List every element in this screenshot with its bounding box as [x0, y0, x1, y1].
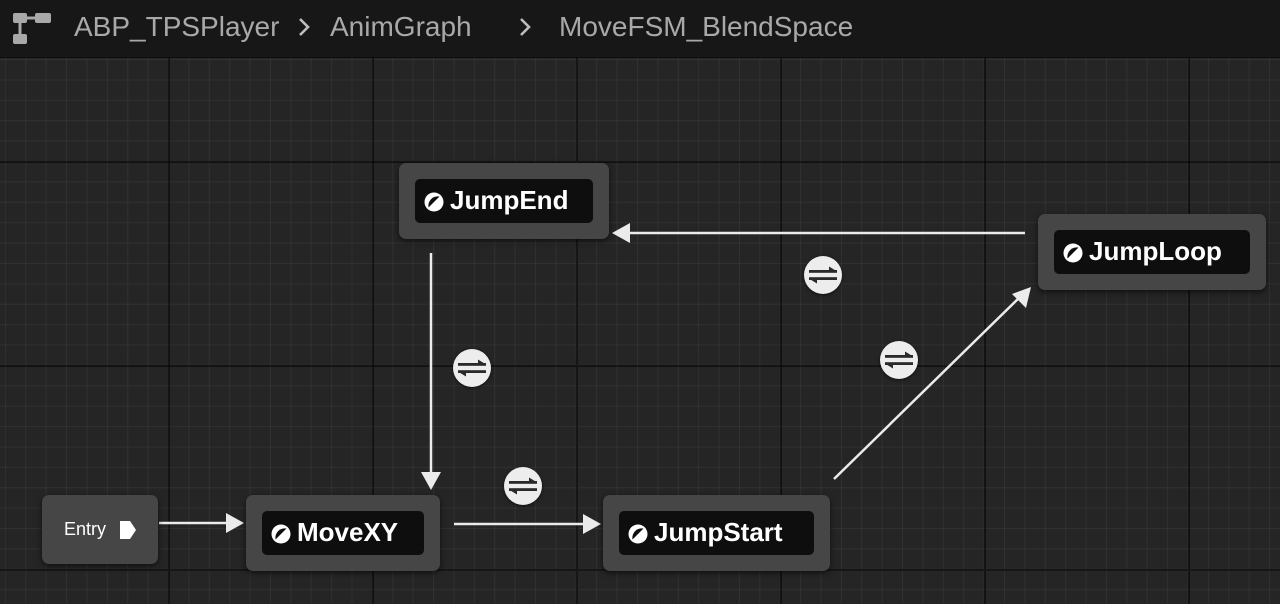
arrowhead-icon: [583, 514, 601, 534]
state-node-body: JumpStart: [619, 511, 814, 555]
transition-rule-icon: [509, 477, 537, 495]
arrowhead-icon: [226, 513, 244, 533]
state-icon: [628, 524, 648, 544]
breadcrumb-item-abp-tpsplayer[interactable]: ABP_TPSPlayer: [74, 11, 280, 42]
state-label: JumpEnd: [450, 185, 569, 215]
entry-label: Entry: [64, 519, 107, 539]
state-node-body: MoveXY: [262, 511, 424, 555]
state-icon: [1063, 243, 1083, 263]
transition-rule-icon: [458, 359, 486, 377]
breadcrumb-item-movefsm-blendspace[interactable]: MoveFSM_BlendSpace: [559, 11, 854, 42]
entry-node[interactable]: Entry: [42, 495, 158, 564]
transition-rule-jumploop-to-jumpend[interactable]: [804, 256, 842, 294]
arrowhead-icon: [612, 223, 630, 243]
state-label: JumpStart: [654, 517, 783, 547]
transition-rule-icon: [885, 351, 913, 369]
chevron-right-icon: [520, 18, 531, 36]
transition-rule-jumpend-to-movexy[interactable]: [453, 349, 491, 387]
state-node-movexy[interactable]: MoveXY: [246, 495, 440, 571]
exec-pin-icon[interactable]: [118, 519, 138, 541]
wire-jumpstart-to-jumploop: [833, 296, 1021, 480]
state-label: JumpLoop: [1089, 236, 1222, 266]
state-icon: [424, 192, 444, 212]
state-icon: [271, 524, 291, 544]
transition-rule-jumpstart-to-jumploop[interactable]: [880, 341, 918, 379]
state-label: MoveXY: [297, 517, 399, 547]
arrowhead-icon: [1012, 287, 1031, 308]
transition-rule-icon: [809, 266, 837, 284]
state-node-body: JumpLoop: [1054, 230, 1250, 274]
arrowhead-icon: [421, 472, 441, 490]
transition-rule-movexy-to-jumpstart[interactable]: [504, 467, 542, 505]
state-node-jumploop[interactable]: JumpLoop: [1038, 214, 1266, 290]
state-node-jumpend[interactable]: JumpEnd: [399, 163, 609, 239]
state-node-body: JumpEnd: [415, 179, 593, 223]
breadcrumb-bar: ABP_TPSPlayer AnimGraph MoveFSM_BlendSpa…: [0, 0, 1280, 58]
chevron-right-icon: [299, 18, 310, 36]
state-machine-icon: [13, 13, 51, 44]
breadcrumb-item-animgraph[interactable]: AnimGraph: [330, 11, 472, 42]
state-node-jumpstart[interactable]: JumpStart: [603, 495, 830, 571]
